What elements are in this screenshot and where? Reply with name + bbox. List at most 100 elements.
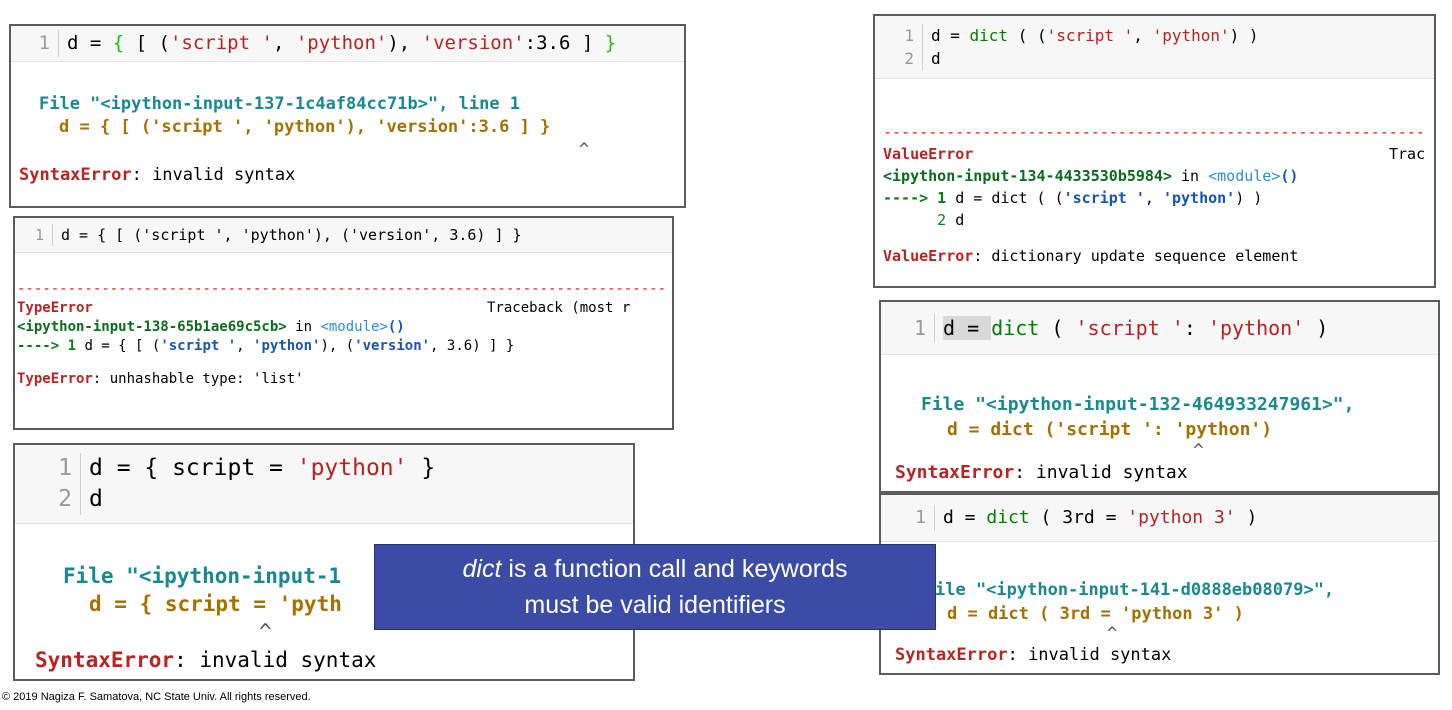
code-text: )	[1235, 507, 1258, 528]
cell-5-input[interactable]: 1 d = dict ( 'script ': 'python' )	[881, 302, 1438, 355]
error-name: SyntaxError	[895, 645, 1008, 665]
error-name: SyntaxError	[895, 462, 1015, 483]
line-numbers: 1 2	[875, 24, 923, 70]
error-message: : invalid syntax	[1007, 645, 1172, 665]
traceback-string: 'version'	[354, 338, 431, 354]
error-file-line: ile "<ipython-input-141-d0888eb08079>",	[935, 580, 1335, 600]
traceback-code: ) )	[1235, 189, 1263, 207]
code-text: :3.6 ]	[524, 32, 605, 54]
code-string: 'python'	[1207, 316, 1305, 340]
code-string: 'python 3'	[1127, 507, 1236, 528]
traceback-divider: ----------------------------------------…	[883, 123, 1426, 141]
cell-2-output: ----------------------------------------…	[15, 253, 672, 428]
code-text: :	[1183, 316, 1208, 340]
traceback-module: <module>	[1208, 167, 1281, 185]
error-message: : dictionary update sequence element	[973, 247, 1299, 265]
code-brace: {	[112, 32, 125, 54]
traceback-module: <module>	[320, 319, 388, 335]
code-text: ( (	[1008, 26, 1047, 45]
error-caret: ^	[1193, 440, 1204, 461]
code-text: (	[1039, 316, 1076, 340]
code-brace: }	[604, 32, 617, 54]
code-builtin: dict	[969, 26, 1009, 45]
traceback-string: 'script '	[160, 338, 237, 354]
traceback-code: d	[946, 211, 965, 229]
callout-line-2: must be valid identifiers	[524, 591, 786, 619]
code-string: 'version'	[421, 32, 525, 54]
error-file-line: File "<ipython-input-132-464933247961>",	[921, 394, 1355, 415]
error-code-line: d = dict ( 3rd = 'python 3' )	[947, 604, 1244, 624]
code-text: d =	[943, 316, 992, 340]
error-name: SyntaxError	[35, 648, 175, 672]
code-string: 'script '	[1075, 316, 1184, 340]
notebook-cell-5: 1 d = dict ( 'script ': 'python' ) File …	[879, 300, 1440, 493]
cell-1-output: File "<ipython-input-137-1c4af84cc71b>",…	[11, 62, 684, 206]
code-text: )	[1304, 316, 1329, 340]
line-numbers: 1	[881, 505, 935, 531]
error-message: : unhashable type: 'list'	[92, 371, 304, 387]
error-code-line: d = { [ ('script ', 'python'), 'version'…	[59, 117, 551, 137]
traceback-arrow: ----> 1	[883, 189, 947, 207]
line-numbers: 1	[11, 30, 59, 57]
traceback-in: in	[1171, 167, 1209, 185]
code-text: ),	[387, 32, 422, 54]
cell-5-code[interactable]: d = dict ( 'script ': 'python' )	[935, 314, 1328, 342]
error-file-line: File "<ipython-input-1	[63, 564, 342, 588]
code-text: d =	[931, 26, 970, 45]
error-code-line: d = { script = 'pyth	[89, 592, 342, 616]
cell-2-code[interactable]: d = { [ ('script ', 'python'), ('version…	[61, 226, 522, 244]
code-builtin: dict	[991, 316, 1040, 340]
traceback-parens: ()	[387, 319, 405, 335]
traceback-string: 'python'	[1162, 189, 1236, 207]
code-string: 'python'	[296, 455, 408, 481]
traceback-string: 'script '	[1063, 189, 1145, 207]
traceback-divider: ----------------------------------------…	[17, 281, 664, 297]
cell-4-output: ----------------------------------------…	[875, 79, 1434, 286]
line-numbers: 1	[15, 224, 53, 246]
cell-6-input[interactable]: 1 d = dict ( 3rd = 'python 3' )	[881, 495, 1438, 542]
cell-6-code[interactable]: d = dict ( 3rd = 'python 3' )	[935, 505, 1257, 531]
traceback-label: Trac	[1389, 145, 1426, 163]
code-string: 'script '	[1046, 26, 1134, 45]
traceback-error-type: ValueError	[883, 145, 974, 163]
cell-4-input[interactable]: 1 2 d = dict ( ('script ', 'python') )d	[875, 16, 1434, 79]
code-string: 'python'	[1152, 26, 1230, 45]
traceback-arrow: ----> 1	[17, 338, 77, 354]
traceback-code: ,	[236, 338, 254, 354]
cell-3-input[interactable]: 1 2 d = { script = 'python' }d	[15, 445, 633, 524]
code-text: d = { script =	[89, 455, 297, 481]
cell-3-output: File "<ipython-input-1 d = { script = 'py…	[15, 524, 633, 679]
traceback-string: 'python'	[253, 338, 321, 354]
copyright-footer: © 2019 Nagiza F. Samatova, NC State Univ…	[2, 691, 311, 703]
code-text: d =	[943, 507, 987, 528]
code-text: }	[407, 455, 436, 481]
cell-5-output: File "<ipython-input-132-464933247961>",…	[881, 355, 1438, 491]
traceback-code: d = { [ (	[76, 338, 161, 354]
traceback-in: in	[286, 319, 321, 335]
line-numbers: 1	[881, 314, 935, 342]
traceback-line-number: 2	[883, 211, 947, 229]
traceback-parens: ()	[1280, 167, 1299, 185]
notebook-cell-6: 1 d = dict ( 3rd = 'python 3' ) ile "<ip…	[879, 493, 1440, 675]
cell-1-input[interactable]: 1 d = { [ ('script ', 'python'), 'versio…	[11, 26, 684, 62]
error-code-line: d = dict ('script ': 'python')	[947, 419, 1273, 440]
cell-2-input[interactable]: 1 d = { [ ('script ', 'python'), ('versi…	[15, 218, 672, 253]
error-message: : invalid syntax	[131, 165, 296, 185]
code-text: ,	[1133, 26, 1153, 45]
error-caret: ^	[579, 140, 590, 160]
cell-3-code[interactable]: d = { script = 'python' }d	[81, 453, 435, 515]
error-name: SyntaxError	[19, 165, 132, 185]
error-name: TypeError	[17, 371, 93, 387]
callout-box: dict is a function call and keywords mus…	[374, 544, 936, 630]
code-text: ,	[272, 32, 296, 54]
cell-4-code[interactable]: d = dict ( ('script ', 'python') )d	[923, 24, 1259, 70]
traceback-error-type: TypeError	[17, 300, 93, 316]
code-text: ) )	[1229, 26, 1259, 45]
error-caret: ^	[259, 620, 272, 644]
cell-6-output: ile "<ipython-input-141-d0888eb08079>", d…	[881, 542, 1438, 673]
error-caret: ^	[1107, 624, 1118, 644]
error-message: : invalid syntax	[174, 648, 377, 672]
traceback-input-name: <ipython-input-134-4433530b5984>	[883, 167, 1172, 185]
code-text: ( 3rd =	[1029, 507, 1128, 528]
cell-1-code[interactable]: d = { [ ('script ', 'python'), 'version'…	[59, 30, 616, 57]
